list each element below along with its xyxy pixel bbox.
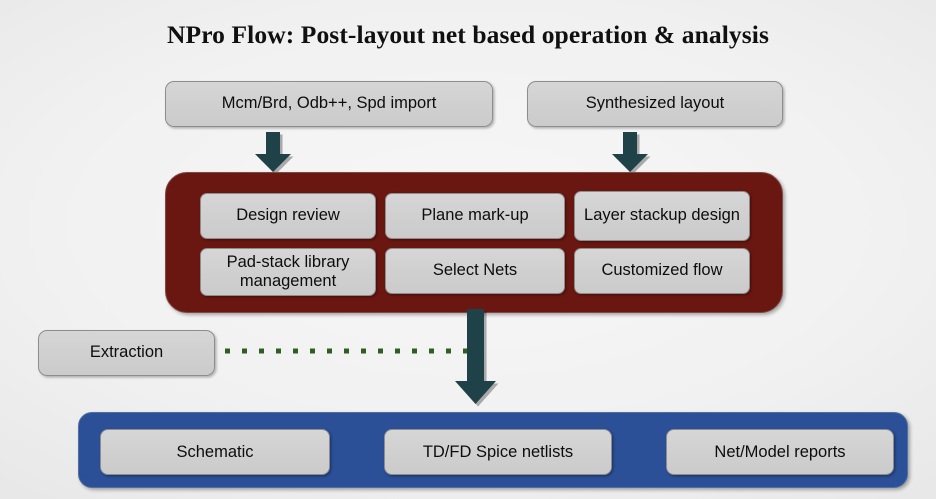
output-box-spice-netlists-label: TD/FD Spice netlists <box>422 442 574 461</box>
operation-box-pad-stack-library[interactable]: Pad-stack library management <box>200 248 376 296</box>
outputs-container: Schematic TD/FD Spice netlists Net/Model… <box>78 412 908 488</box>
output-box-schematic-label: Schematic <box>176 442 254 461</box>
down-arrow-icon-outputs <box>455 309 499 407</box>
operation-box-customized-flow[interactable]: Customized flow <box>574 248 750 294</box>
down-arrow-icon-import <box>255 132 294 175</box>
extraction-box-label: Extraction <box>89 343 164 362</box>
operation-box-design-review-label: Design review <box>236 206 340 225</box>
operation-box-layer-stackup-label: Layer stackup design <box>584 206 740 225</box>
operations-container: Design review Plane mark-up Layer stacku… <box>165 172 783 313</box>
page-title: NPro Flow: Post-layout net based operati… <box>167 20 769 49</box>
operation-box-select-nets-label: Select Nets <box>432 261 518 280</box>
input-box-import-label: Mcm/Brd, Odb++, Spd import <box>221 94 437 113</box>
operation-box-plane-markup-label: Plane mark-up <box>421 206 529 225</box>
operation-box-customized-flow-label: Customized flow <box>601 261 723 280</box>
input-box-synthesized-layout[interactable]: Synthesized layout <box>527 81 783 127</box>
output-box-schematic[interactable]: Schematic <box>100 429 330 475</box>
input-box-import[interactable]: Mcm/Brd, Odb++, Spd import <box>165 81 493 127</box>
extraction-box[interactable]: Extraction <box>38 330 215 376</box>
output-box-spice-netlists[interactable]: TD/FD Spice netlists <box>384 429 612 475</box>
output-box-net-model-reports-label: Net/Model reports <box>714 442 846 461</box>
operation-box-select-nets[interactable]: Select Nets <box>385 248 565 294</box>
dotted-connector-line <box>225 348 471 354</box>
operation-box-pad-stack-library-label: Pad-stack library management <box>226 252 350 290</box>
operation-box-layer-stackup[interactable]: Layer stackup design <box>574 191 750 241</box>
input-box-synthesized-layout-label: Synthesized layout <box>585 94 725 113</box>
output-box-net-model-reports[interactable]: Net/Model reports <box>666 429 894 475</box>
operation-box-plane-markup[interactable]: Plane mark-up <box>385 193 565 239</box>
down-arrow-icon-synthesized <box>612 132 651 175</box>
operation-box-design-review[interactable]: Design review <box>200 193 376 239</box>
